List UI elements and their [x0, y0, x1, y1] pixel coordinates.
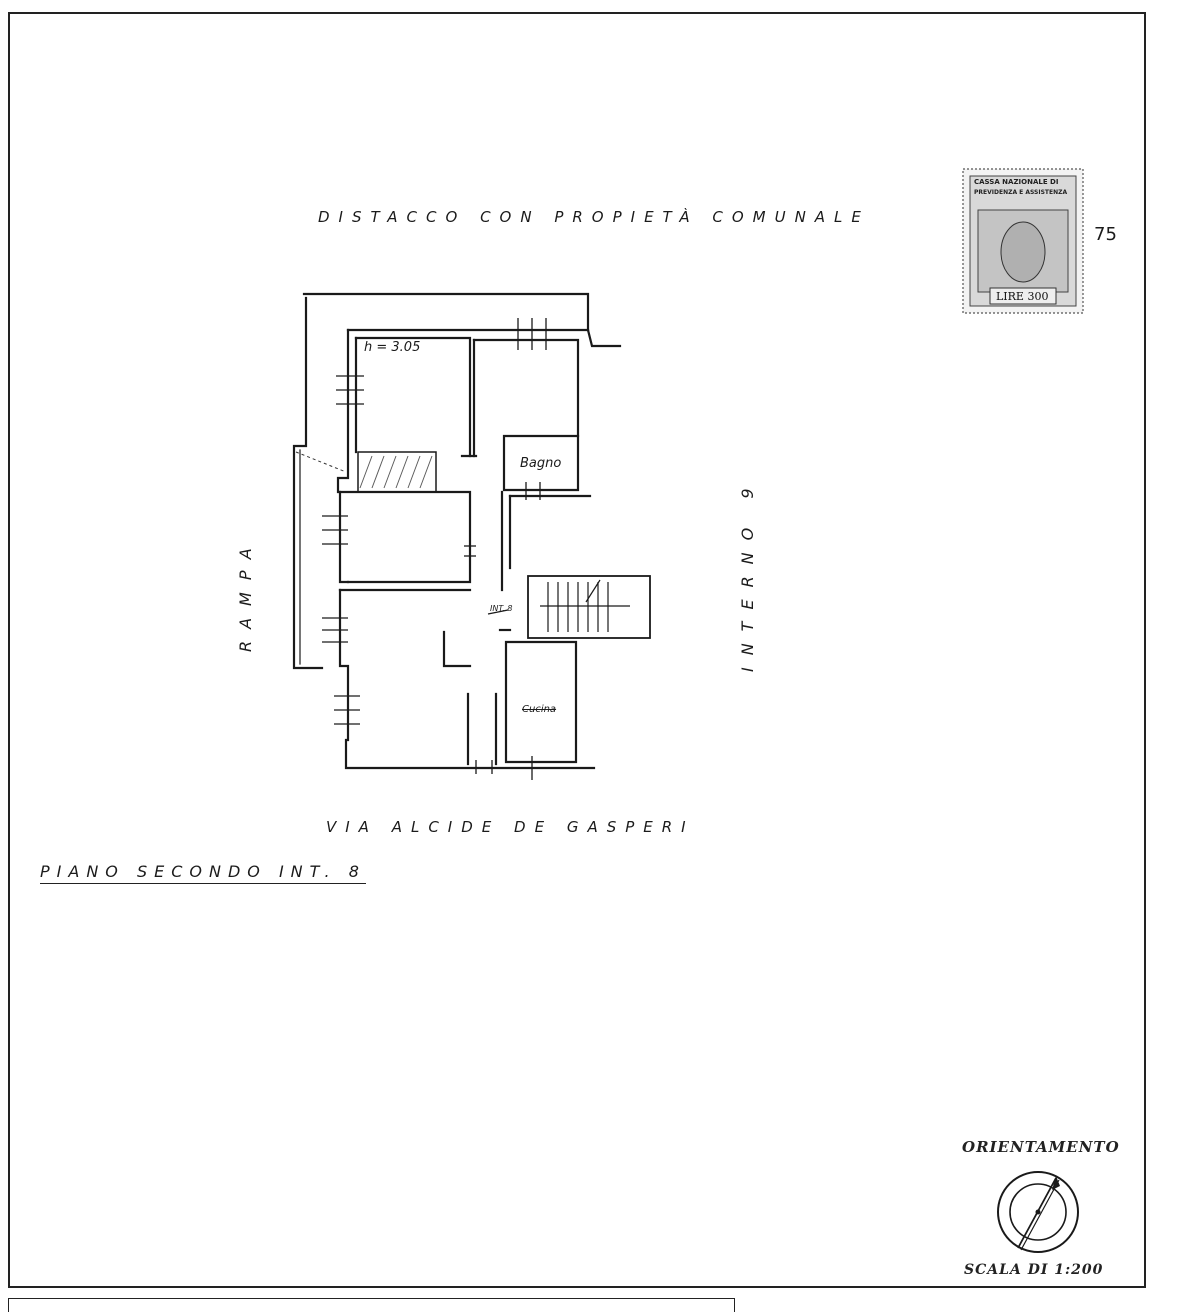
- apartment-wall-bottom: [338, 588, 596, 770]
- scale-label: SCALA DI 1:200: [964, 1262, 1104, 1278]
- ceiling-height-label: h = 3.05: [364, 340, 421, 355]
- street-label: VIA ALCIDE DE GASPERI: [326, 818, 695, 836]
- bath-room: [502, 434, 580, 492]
- revenue-stamp: CASSA NAZIONALE DI PREVIDENZA E ASSISTEN…: [960, 166, 1086, 316]
- floor-title-text: PIANO SECONDO INT. 8: [40, 862, 366, 884]
- outer-wall-left: [292, 296, 324, 670]
- entrance-label: INT. 8: [490, 604, 513, 613]
- stamp-text-line2: PREVIDENZA E ASSISTENZA: [974, 189, 1068, 196]
- staircase: [527, 575, 651, 639]
- top-boundary-label: DISTACCO CON PROPIETÀ COMUNALE: [318, 208, 870, 226]
- kitchen-room: [504, 640, 578, 764]
- stamp-graphic: [962, 168, 1084, 314]
- orientation-label: ORIENTAMENTO: [962, 1138, 1120, 1156]
- stamp-value: LIRE 300: [996, 290, 1049, 303]
- bath-label: Bagno: [520, 456, 562, 471]
- drawing-frame: [8, 12, 1146, 1288]
- floor-title: PIANO SECONDO INT. 8: [40, 862, 366, 884]
- kitchen-label: Cucina: [522, 704, 557, 715]
- stamp-mark: 75: [1094, 224, 1117, 245]
- title-block-box: [8, 1298, 735, 1312]
- compass-icon: [997, 1171, 1079, 1253]
- outer-wall-top: [302, 292, 590, 332]
- stamp-text-line1: CASSA NAZIONALE DI: [974, 178, 1059, 186]
